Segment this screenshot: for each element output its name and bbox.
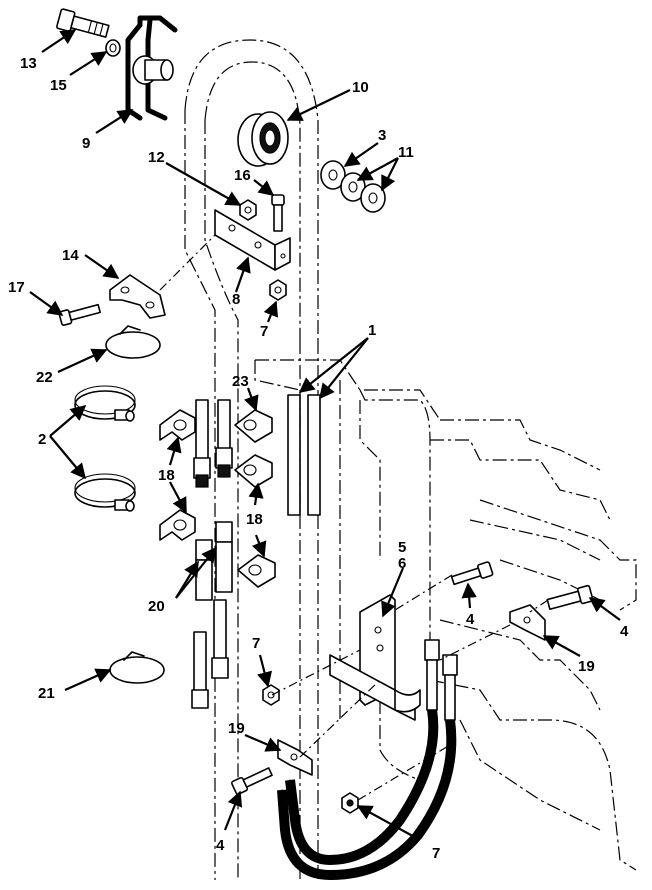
nut-7-upper	[269, 279, 287, 301]
hose-lower-right	[211, 599, 229, 679]
callout-7-middle: 7	[252, 635, 260, 652]
callout-5: 5	[398, 539, 406, 556]
clamp-14	[109, 274, 166, 319]
callout-22: 22	[36, 369, 53, 386]
fittings-20	[195, 521, 233, 601]
callout-15: 15	[50, 77, 67, 94]
hose-fitting-upper-right	[215, 399, 233, 478]
callout-21: 21	[38, 685, 55, 702]
hose-clamp-2-upper	[74, 385, 136, 422]
bracket-19-lower	[277, 739, 313, 776]
alignment-lines	[271, 574, 549, 801]
callout-11: 11	[398, 144, 414, 161]
hydraulic-hoses	[277, 709, 457, 881]
mast-channel	[184, 39, 319, 880]
washer-15	[105, 39, 121, 57]
washer-3	[320, 160, 346, 190]
callout-18-left: 18	[158, 467, 175, 484]
clip-23	[234, 409, 273, 443]
callout-1: 1	[368, 322, 376, 339]
callout-12: 12	[148, 149, 165, 166]
callout-7-bottom: 7	[432, 845, 440, 862]
bracket-5-6	[329, 594, 421, 721]
callout-8: 8	[232, 291, 240, 308]
callout-4-mid: 4	[466, 611, 475, 628]
bolt-4-upper-mid	[450, 561, 494, 586]
nut-7-middle	[262, 684, 280, 706]
hose-clamp-2-lower	[74, 473, 136, 512]
callout-18-right: 18	[246, 511, 263, 528]
callout-2: 2	[38, 431, 46, 448]
nut-12	[239, 199, 257, 221]
clamp-22	[105, 325, 161, 359]
hose-fitting-upper-left	[193, 399, 211, 488]
clip-18-right	[237, 554, 276, 588]
callout-19-right: 19	[578, 658, 595, 675]
bolt-4-lower	[231, 767, 273, 795]
callout-4-right: 4	[620, 623, 629, 640]
callout-4-lower: 4	[216, 837, 225, 854]
bolt-17	[58, 303, 101, 326]
callout-6: 6	[398, 555, 406, 572]
callout-7-upper: 7	[260, 323, 268, 340]
callout-10: 10	[352, 79, 369, 96]
bracket-9	[125, 15, 178, 121]
rods-1	[287, 394, 321, 516]
callout-14: 14	[62, 247, 79, 264]
clamp-21	[109, 651, 165, 684]
callout-20: 20	[148, 598, 165, 615]
callout-17: 17	[8, 279, 25, 296]
nut-7-bottom	[341, 792, 359, 814]
bolt-16	[271, 194, 285, 232]
clip-upper-right-lower	[234, 454, 273, 488]
leader-lines	[29, 29, 621, 841]
callout-13: 13	[20, 55, 37, 72]
callout-9: 9	[82, 135, 90, 152]
bolt-4-right	[546, 584, 594, 611]
roller-10	[237, 111, 289, 167]
callout-23: 23	[232, 373, 249, 390]
washers-11	[340, 172, 386, 213]
bracket-19-right	[509, 604, 546, 641]
callout-16: 16	[234, 167, 251, 184]
plate-8	[214, 209, 291, 271]
clip-18-lower	[159, 509, 196, 541]
hose-fittings-bracket	[424, 639, 458, 721]
callout-3: 3	[378, 127, 386, 144]
hose-lower-left	[191, 631, 209, 709]
callout-19-lower: 19	[228, 720, 245, 737]
clip-18-upper	[159, 409, 196, 441]
